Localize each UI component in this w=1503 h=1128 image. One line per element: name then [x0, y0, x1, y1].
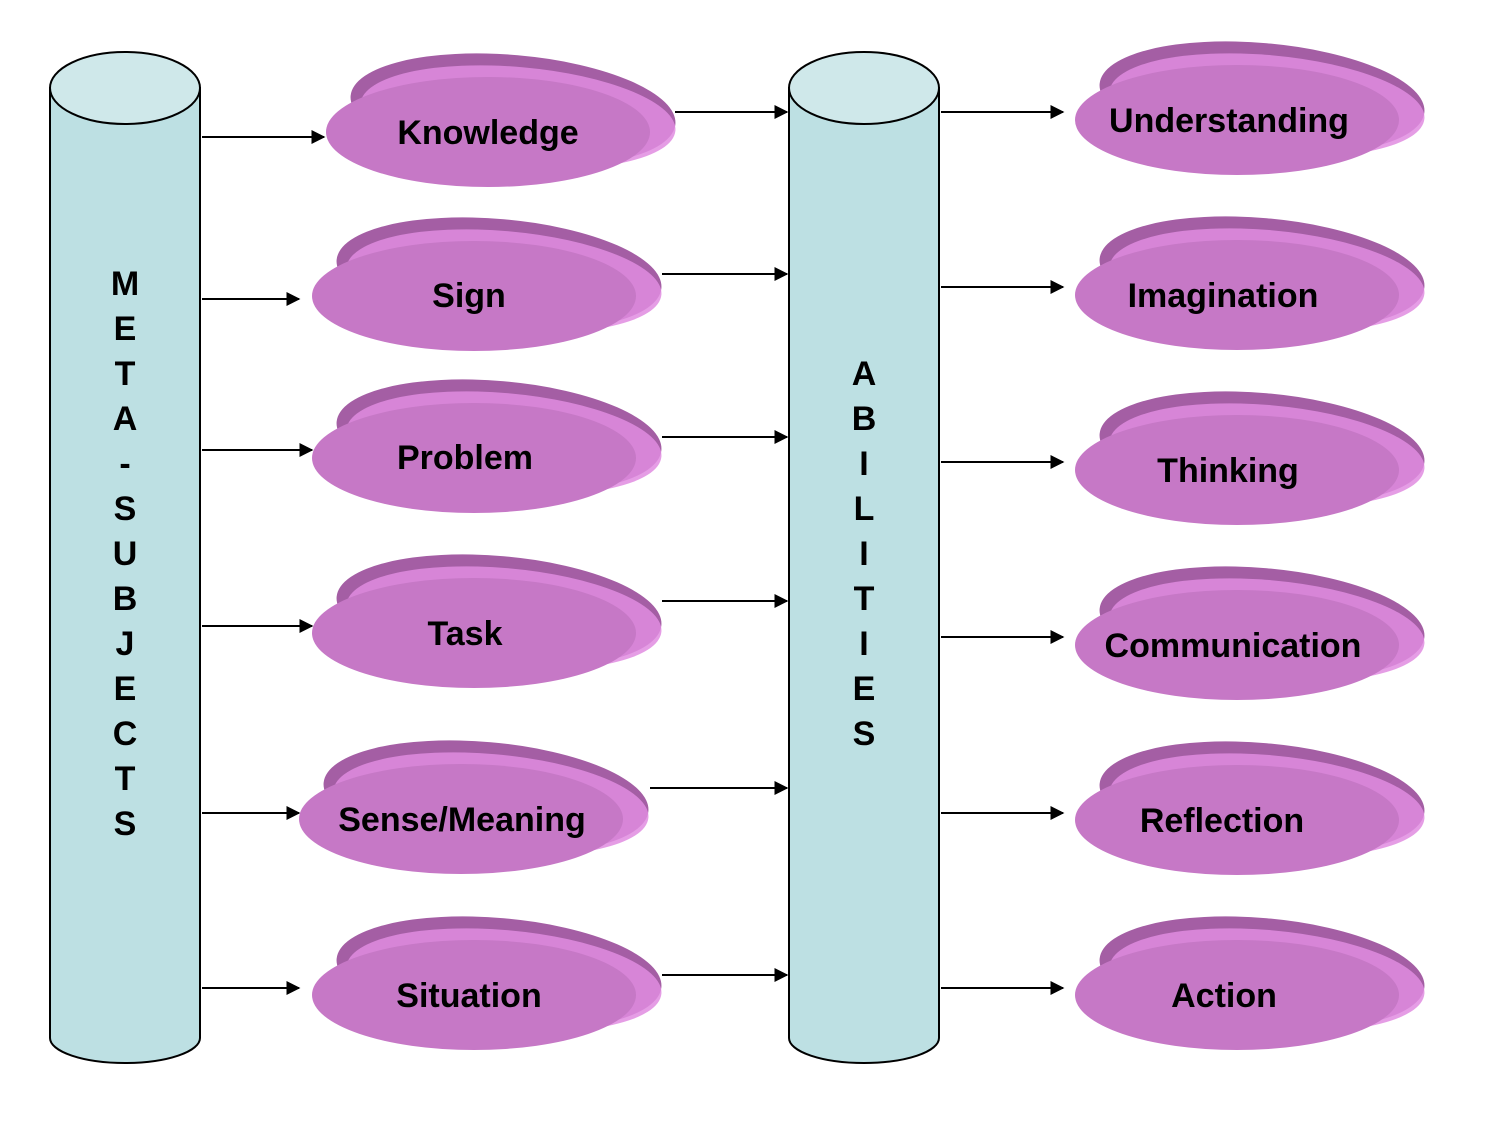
pillar-letter: I — [859, 535, 868, 573]
pillar-letter: I — [859, 445, 868, 483]
meta-subject-node-situation-label: Situation — [396, 977, 541, 1015]
ability-node-action: Action — [1075, 916, 1425, 1050]
pillar-letter: C — [113, 715, 138, 753]
pillar-letter: A — [113, 400, 138, 438]
pillar-letter: U — [113, 535, 138, 573]
pillar-letter: E — [853, 670, 876, 708]
pillar-letter: I — [859, 625, 868, 663]
ability-node-action-label: Action — [1171, 977, 1277, 1015]
pillar-letter: S — [114, 490, 137, 528]
meta-subject-node-task: Task — [312, 554, 662, 688]
meta-subject-node-problem-label: Problem — [397, 439, 533, 477]
ability-node-thinking-label: Thinking — [1157, 452, 1299, 490]
pillar-letter: E — [114, 670, 137, 708]
pillar-letter: A — [852, 355, 877, 393]
ability-node-understanding-label: Understanding — [1109, 102, 1349, 140]
meta-subject-node-knowledge: Knowledge — [326, 53, 676, 187]
pillar-letter: J — [116, 625, 135, 663]
pillar-letter: B — [113, 580, 138, 618]
ability-node-communication-label: Communication — [1105, 627, 1362, 665]
ability-node-imagination: Imagination — [1075, 216, 1425, 350]
ability-node-reflection-label: Reflection — [1140, 802, 1304, 840]
ability-nodes: UnderstandingImaginationThinkingCommunic… — [1075, 41, 1425, 1050]
ability-node-understanding: Understanding — [1075, 41, 1425, 175]
pillar-letter: - — [119, 445, 130, 483]
meta-subject-nodes: KnowledgeSignProblemTaskSense/MeaningSit… — [299, 53, 676, 1050]
pillar-letter: E — [114, 310, 137, 348]
ability-node-thinking: Thinking — [1075, 391, 1425, 525]
ability-node-reflection: Reflection — [1075, 741, 1425, 875]
meta-subject-node-sign-label: Sign — [432, 277, 506, 315]
pillar-letter: S — [114, 805, 137, 843]
pillar-letter: S — [853, 715, 876, 753]
meta-subject-node-sign: Sign — [312, 217, 662, 351]
pillar-letter: M — [111, 265, 139, 303]
meta-subject-node-problem: Problem — [312, 379, 662, 513]
meta-subject-node-knowledge-label: Knowledge — [397, 114, 578, 152]
connector-arrows — [202, 105, 1065, 995]
ability-node-imagination-label: Imagination — [1128, 277, 1319, 315]
pillar-letter: T — [115, 355, 136, 393]
pillar-letter: T — [115, 760, 136, 798]
pillar-letter: L — [854, 490, 875, 528]
meta-subject-node-task-label: Task — [428, 615, 503, 653]
meta-subject-node-situation: Situation — [312, 916, 662, 1050]
pillar-letter: T — [854, 580, 875, 618]
meta-subject-node-sense-meaning-label: Sense/Meaning — [338, 801, 586, 839]
ability-node-communication: Communication — [1075, 566, 1425, 700]
meta-subject-node-sense-meaning: Sense/Meaning — [299, 740, 649, 874]
pillar-letter: B — [852, 400, 877, 438]
